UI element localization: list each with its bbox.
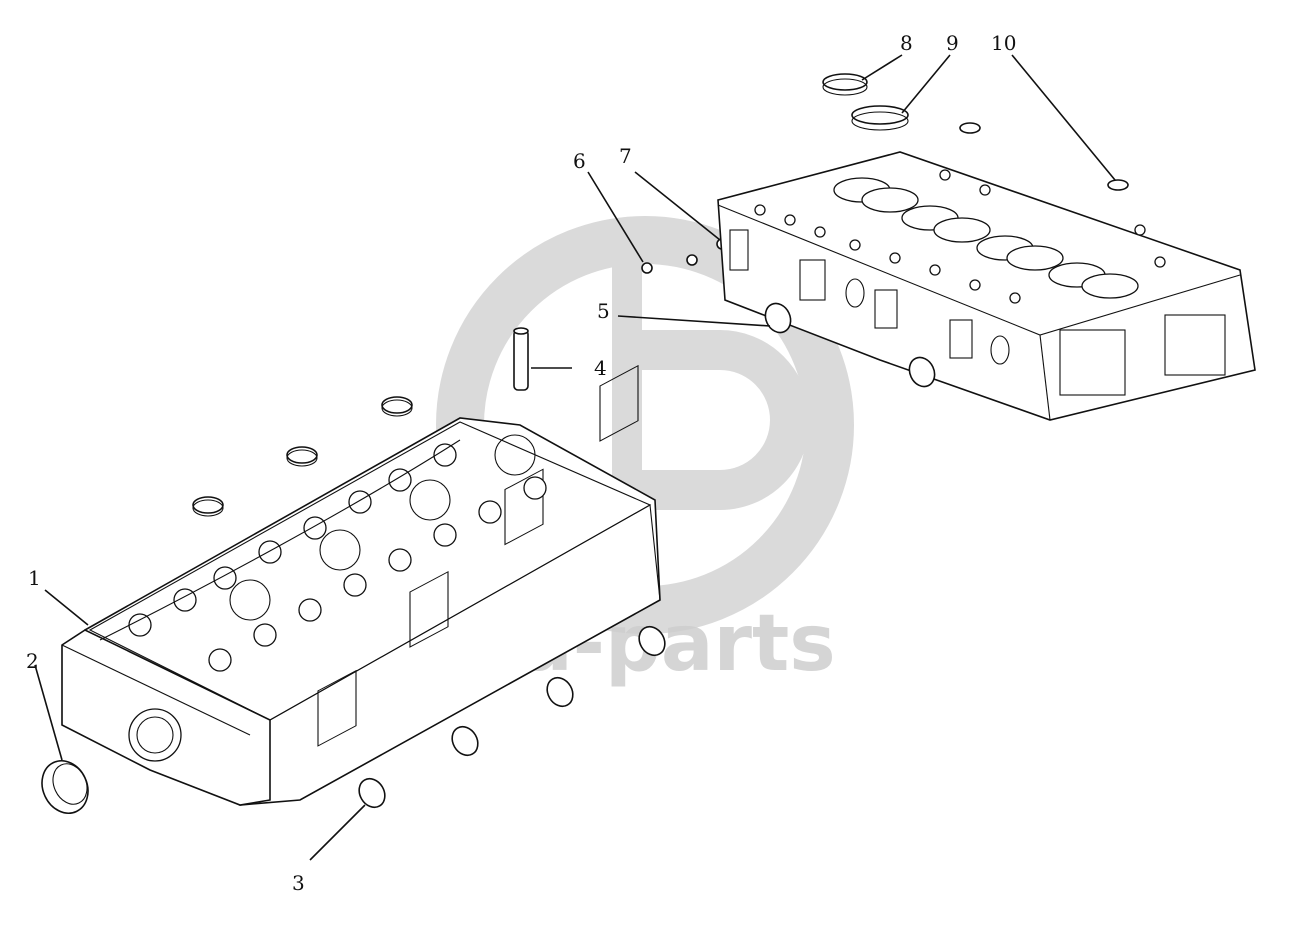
watermark-logo-bowl <box>640 330 810 510</box>
leader-lines <box>34 54 1116 861</box>
callout-5: 5 <box>597 299 610 323</box>
callout-labels: 1 2 3 4 5 6 7 8 9 10 <box>26 31 1016 895</box>
callout-1: 1 <box>28 566 41 590</box>
callout-2: 2 <box>26 649 39 673</box>
callout-7: 7 <box>619 144 632 168</box>
callout-3: 3 <box>292 871 305 895</box>
end-plug-part <box>41 760 89 814</box>
callout-10: 10 <box>991 31 1016 55</box>
callout-9: 9 <box>946 31 959 55</box>
callout-6: 6 <box>573 149 586 173</box>
callout-4: 4 <box>594 356 607 380</box>
cup-plug-parts <box>358 625 666 809</box>
valve-guide-part <box>513 327 529 391</box>
valve-seal-rings <box>192 396 413 517</box>
cylinder-head-assembled <box>61 364 661 806</box>
top-seal-parts <box>822 73 1129 191</box>
callout-8: 8 <box>900 31 913 55</box>
cylinder-head-bottom-view <box>717 151 1256 421</box>
